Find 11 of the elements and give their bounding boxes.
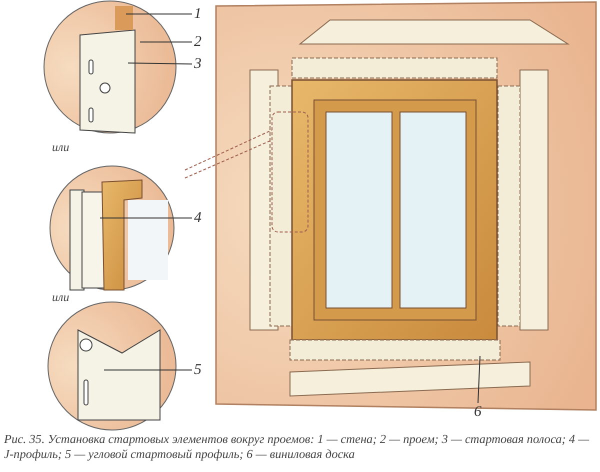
leader-line — [478, 356, 480, 404]
callout-number: 4 — [194, 210, 202, 226]
or-note: или — [52, 140, 70, 155]
leader-line — [128, 62, 192, 64]
figure-caption: Рис. 35. Установка стартовых элементов вокруг проемов: 1 — стена; 2 — проем; 3 — стартовая полоса; 4 — J-профиль; 5 — угловой стартовый профиль; 6 — виниловая доска — [4, 432, 590, 462]
callout-number: 1 — [194, 6, 202, 22]
callout-number: 2 — [194, 34, 202, 50]
callout-number: 5 — [194, 362, 202, 378]
callout-number: 3 — [194, 56, 202, 72]
or-note: или — [52, 290, 70, 305]
callout-number: 6 — [474, 404, 482, 420]
